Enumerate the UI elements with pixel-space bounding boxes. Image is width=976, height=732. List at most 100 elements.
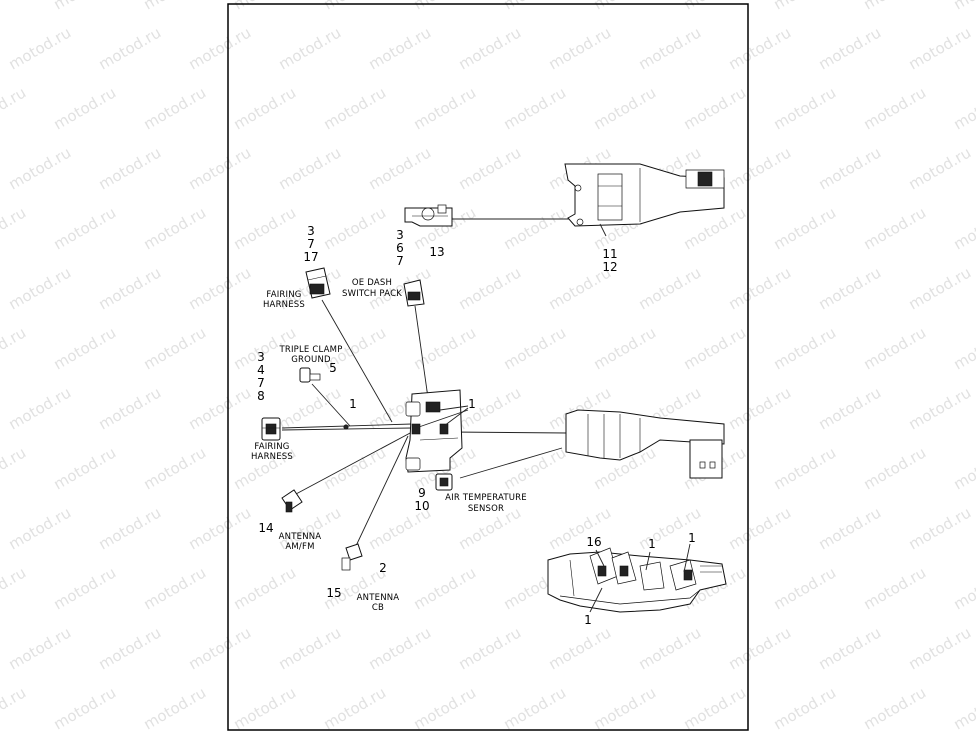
antenna-cb-connector [341,543,363,571]
wire-splice [343,424,349,430]
watermark-text: motod.ru [816,23,885,73]
watermark-text: motod.ru [411,563,480,613]
label-oe-dash-2: SWITCH PACK [342,289,402,299]
watermark-text: motod.ru [816,383,885,433]
watermark-text: motod.ru [366,623,435,673]
callout-7-top: 7 [307,237,315,251]
watermark-text: motod.ru [546,503,615,553]
watermark-text: motod.ru [6,23,75,73]
label-oe-dash-1: OE DASH [352,278,392,288]
callout-3-dash: 3 [396,228,404,242]
watermark-text: motod.ru [51,683,120,732]
watermark-text: motod.ru [231,563,300,613]
watermark-text: motod.ru [0,203,29,253]
watermark-text: motod.ru [951,203,976,253]
label-antenna-cb-1: ANTENNA [357,593,400,603]
watermark-text: motod.ru [321,683,390,732]
watermark-text: motod.ru [546,623,615,673]
callout-16: 16 [586,535,601,549]
watermark-text: motod.ru [636,623,705,673]
callout-10: 10 [414,499,429,513]
watermark-text: motod.ru [771,563,840,613]
watermark-text: motod.ru [456,143,525,193]
watermark-text: motod.ru [141,443,210,493]
watermark-text: motod.ru [96,623,165,673]
page-frame [227,3,749,731]
callout-1-inset-c: 1 [584,613,592,627]
callout-8-left: 8 [257,389,265,403]
label-air-temp-1: AIR TEMPERATURE [445,493,527,503]
oe-dash-connector [403,279,425,307]
callout-11: 11 [602,247,617,261]
watermark-text: motod.ru [951,683,976,732]
callout-12: 12 [602,260,617,274]
watermark-text: motod.ru [861,0,930,13]
callout-1-inset-b: 1 [688,531,696,545]
watermark-text: motod.ru [6,263,75,313]
watermark-text: motod.ru [0,443,29,493]
label-fairing-harness-left-2: HARNESS [251,452,293,462]
watermark-text: motod.ru [501,203,570,253]
watermark-text: motod.ru [501,83,570,133]
fairing-harness-left-connector [261,417,281,441]
watermark-text: motod.ru [726,383,795,433]
watermark-text: motod.ru [771,203,840,253]
watermark-text: motod.ru [186,383,255,433]
watermark-text: motod.ru [411,683,480,732]
watermark-text: motod.ru [6,623,75,673]
callout-15: 15 [326,586,341,600]
watermark-text: motod.ru [681,83,750,133]
watermark-text: motod.ru [771,443,840,493]
watermark-text: motod.ru [276,143,345,193]
callout-4-left: 4 [257,363,265,377]
watermark-text: motod.ru [6,503,75,553]
callout-5: 5 [329,361,337,375]
label-fairing-harness-top-2: HARNESS [263,300,305,310]
part-13-connector [404,204,453,227]
watermark-text: motod.ru [906,623,975,673]
watermark-text: motod.ru [366,23,435,73]
callout-3-left: 3 [257,350,265,364]
watermark-text: motod.ru [951,563,976,613]
watermark-text: motod.ru [726,503,795,553]
watermark-text: motod.ru [141,203,210,253]
watermark-text: motod.ru [861,83,930,133]
watermark-text: motod.ru [681,0,750,13]
watermark-text: motod.ru [96,383,165,433]
watermark-text: motod.ru [186,623,255,673]
watermark-text: motod.ru [906,263,975,313]
watermark-text: motod.ru [726,623,795,673]
label-antenna-cb-2: CB [372,603,384,613]
leader-lines-1 [415,405,469,429]
watermark-text: motod.ru [906,383,975,433]
watermark-text: motod.ru [96,23,165,73]
fairing-bracket-right [565,409,725,479]
label-fairing-harness-top-1: FAIRING [266,290,301,300]
watermark-text: motod.ru [906,23,975,73]
watermark-text: motod.ru [141,83,210,133]
watermark-text: motod.ru [726,143,795,193]
watermark-text: motod.ru [411,83,480,133]
watermark-text: motod.ru [141,563,210,613]
watermark-text: motod.ru [591,83,660,133]
part-11-12-housing [564,163,725,227]
label-triple-clamp-1: TRIPLE CLAMP [278,345,342,355]
watermark-text: motod.ru [501,323,570,373]
watermark-text: motod.ru [951,83,976,133]
watermark-text: motod.ru [456,263,525,313]
label-air-temp-2: SENSOR [468,504,504,514]
watermark-text: motod.ru [276,23,345,73]
watermark-text: motod.ru [726,23,795,73]
watermark-text: motod.ru [501,443,570,493]
watermark-text: motod.ru [861,683,930,732]
watermark-text: motod.ru [51,203,120,253]
watermark-text: motod.ru [771,683,840,732]
watermark-text: motod.ru [141,0,210,13]
watermark-text: motod.ru [51,563,120,613]
callout-14: 14 [258,521,273,535]
watermark-text: motod.ru [51,443,120,493]
callout-1-inset-a: 1 [648,537,656,551]
leader-11-12 [599,223,607,237]
watermark-text: motod.ru [456,23,525,73]
